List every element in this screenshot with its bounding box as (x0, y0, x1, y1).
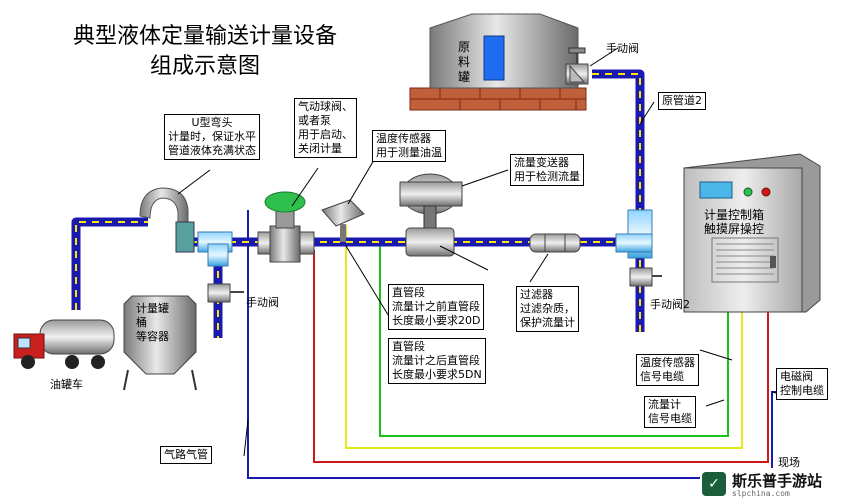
label-manual-valve-left: 手动阀 (246, 296, 279, 309)
temperature-signal-cable (345, 225, 743, 449)
control-cabinet (683, 153, 821, 313)
label-solenoid-cable: 电磁阀 控制电缆 (776, 368, 828, 400)
manual-valve-right (629, 267, 662, 287)
tee-fitting-right (615, 209, 653, 259)
label-temperature-sensor: 温度传感器 用于测量油温 (372, 130, 446, 162)
flow-signal-cable (379, 240, 729, 437)
label-metering-tank: 计量罐 桶 等容器 (136, 302, 169, 343)
tank-label: 原 料 罐 (458, 40, 471, 84)
solenoid-control-cable (313, 250, 769, 463)
label-manual-valve-right: 手动阀2 (650, 298, 690, 311)
label-u-bend: U型弯头 计量时，保证水平 管道液体充满状态 (164, 114, 260, 160)
label-original-pipe2: 原管道2 (658, 92, 706, 110)
pneumatic-ball-valve (257, 191, 315, 263)
label-air-pipe: 气路气管 (160, 446, 212, 464)
manual-valve-top (565, 47, 589, 85)
label-flow-transmitter: 流量变送器 用于检测流量 (510, 154, 584, 186)
label-bottom-partial: 现场 (778, 456, 800, 469)
manual-valve-left (207, 283, 244, 303)
flow-transmitter (399, 173, 463, 257)
label-temperature-cable: 温度传感器 信号电缆 (636, 354, 699, 386)
label-tanker-truck: 油罐车 (50, 378, 83, 391)
label-controller: 计量控制箱 触摸屏操控 (704, 208, 765, 236)
watermark: ✓ 斯乐普手游站 slpchina.com (700, 468, 850, 500)
diagram-title: 典型液体定量输送计量设备 组成示意图 (20, 22, 390, 82)
tanker-truck (13, 319, 115, 369)
title-line-1: 典型液体定量输送计量设备 (72, 24, 337, 49)
temperature-sensor (321, 199, 365, 242)
label-straight-before: 直管段 流量计之前直管段 长度最小要求20D (388, 284, 485, 330)
label-pneumatic-valve: 气动球阀、 或者泵 用于启动、 关闭计量 (294, 98, 357, 158)
watermark-logo-icon: ✓ (702, 472, 726, 496)
label-straight-after: 直管段 流量计之后直管段 长度最小要求5DN (388, 338, 486, 384)
label-flow-cable: 流量计 信号电缆 (644, 396, 696, 428)
raw-material-tank (409, 13, 587, 111)
label-manual-valve-top: 手动阀 (606, 42, 639, 55)
u-bend-elbow (139, 187, 233, 267)
filter (529, 233, 581, 253)
metering-tank (123, 295, 197, 391)
leader-lines (177, 47, 781, 457)
watermark-name: 斯乐普手游站 (732, 472, 823, 490)
label-filter: 过滤器 过滤杂质， 保护流量计 (516, 286, 579, 332)
title-line-2: 组成示意图 (149, 54, 260, 79)
watermark-url: slpchina.com (732, 489, 790, 498)
